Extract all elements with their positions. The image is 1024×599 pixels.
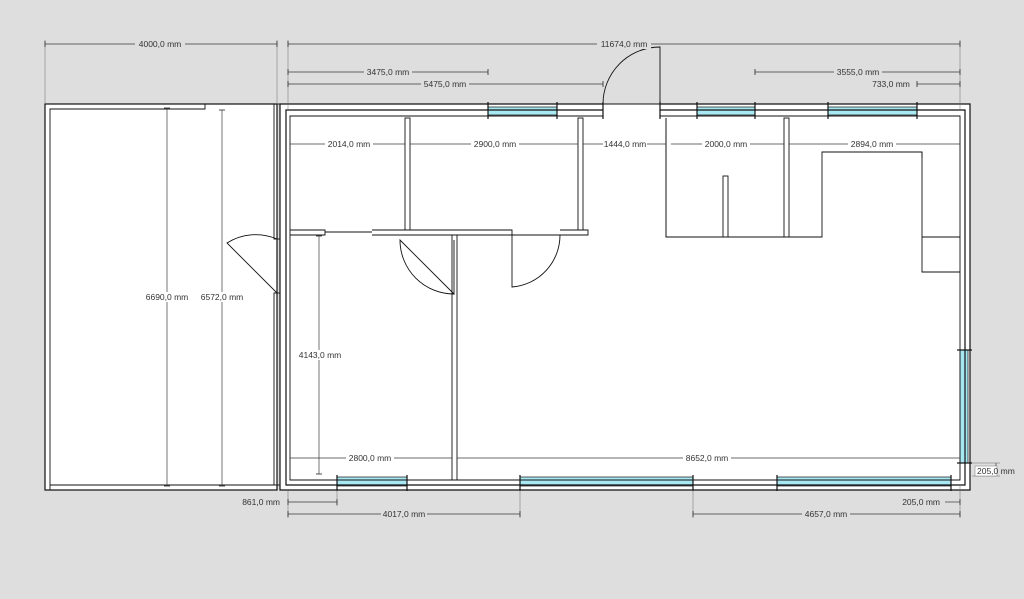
window-top-3 [827,106,918,116]
terrace-walls [44,103,278,491]
room2-door [511,234,561,288]
window-top-1 [487,106,558,116]
dim-living-width: 8652,0 mm [686,453,729,463]
dim-bottom-right-b: 4657,0 mm [805,509,848,519]
dim-terrace-width: 4000,0 mm [139,39,182,49]
house-walls [279,103,971,491]
dim-bottom-offset-a: 861,0 mm [242,497,280,507]
dim-room3-width: 2000,0 mm [705,139,748,149]
dim-bottom-offset-b: 4017,0 mm [383,509,426,519]
dim-top-right-a: 3555,0 mm [837,67,880,77]
dim-corridor-width: 1444,0 mm [604,139,647,149]
dim-terrace-depth: 6690,0 mm [146,292,189,302]
dim-right-small: 205,0 mm [977,466,1015,476]
dim-bedroom-depth: 4143,0 mm [299,350,342,360]
dimension-ticks [44,41,961,517]
bedroom-door [399,238,455,296]
entrance-door [602,46,661,105]
house-floor [280,104,970,490]
dim-room1-width: 2014,0 mm [328,139,371,149]
dim-house-width: 11674,0 mm [601,39,648,49]
dim-top-offset-a: 3475,0 mm [367,67,410,77]
terrace-door [226,234,278,295]
dim-top-right-b: 733,0 mm [872,79,910,89]
window-right [959,349,969,464]
dim-house-depth: 6572,0 mm [201,292,244,302]
dim-bottom-right-a: 205,0 mm [902,497,940,507]
dimension-labels: 4000,0 mm 11674,0 mm 3475,0 mm 5475,0 mm… [135,39,1015,519]
dim-bedroom-width: 2800,0 mm [349,453,392,463]
dim-top-offset-b: 5475,0 mm [424,79,467,89]
doors [226,46,661,296]
window-jambs [336,102,972,491]
dim-room4-width: 2894,0 mm [851,139,894,149]
dim-room2-width: 2900,0 mm [474,139,517,149]
window-top-2 [696,106,756,116]
